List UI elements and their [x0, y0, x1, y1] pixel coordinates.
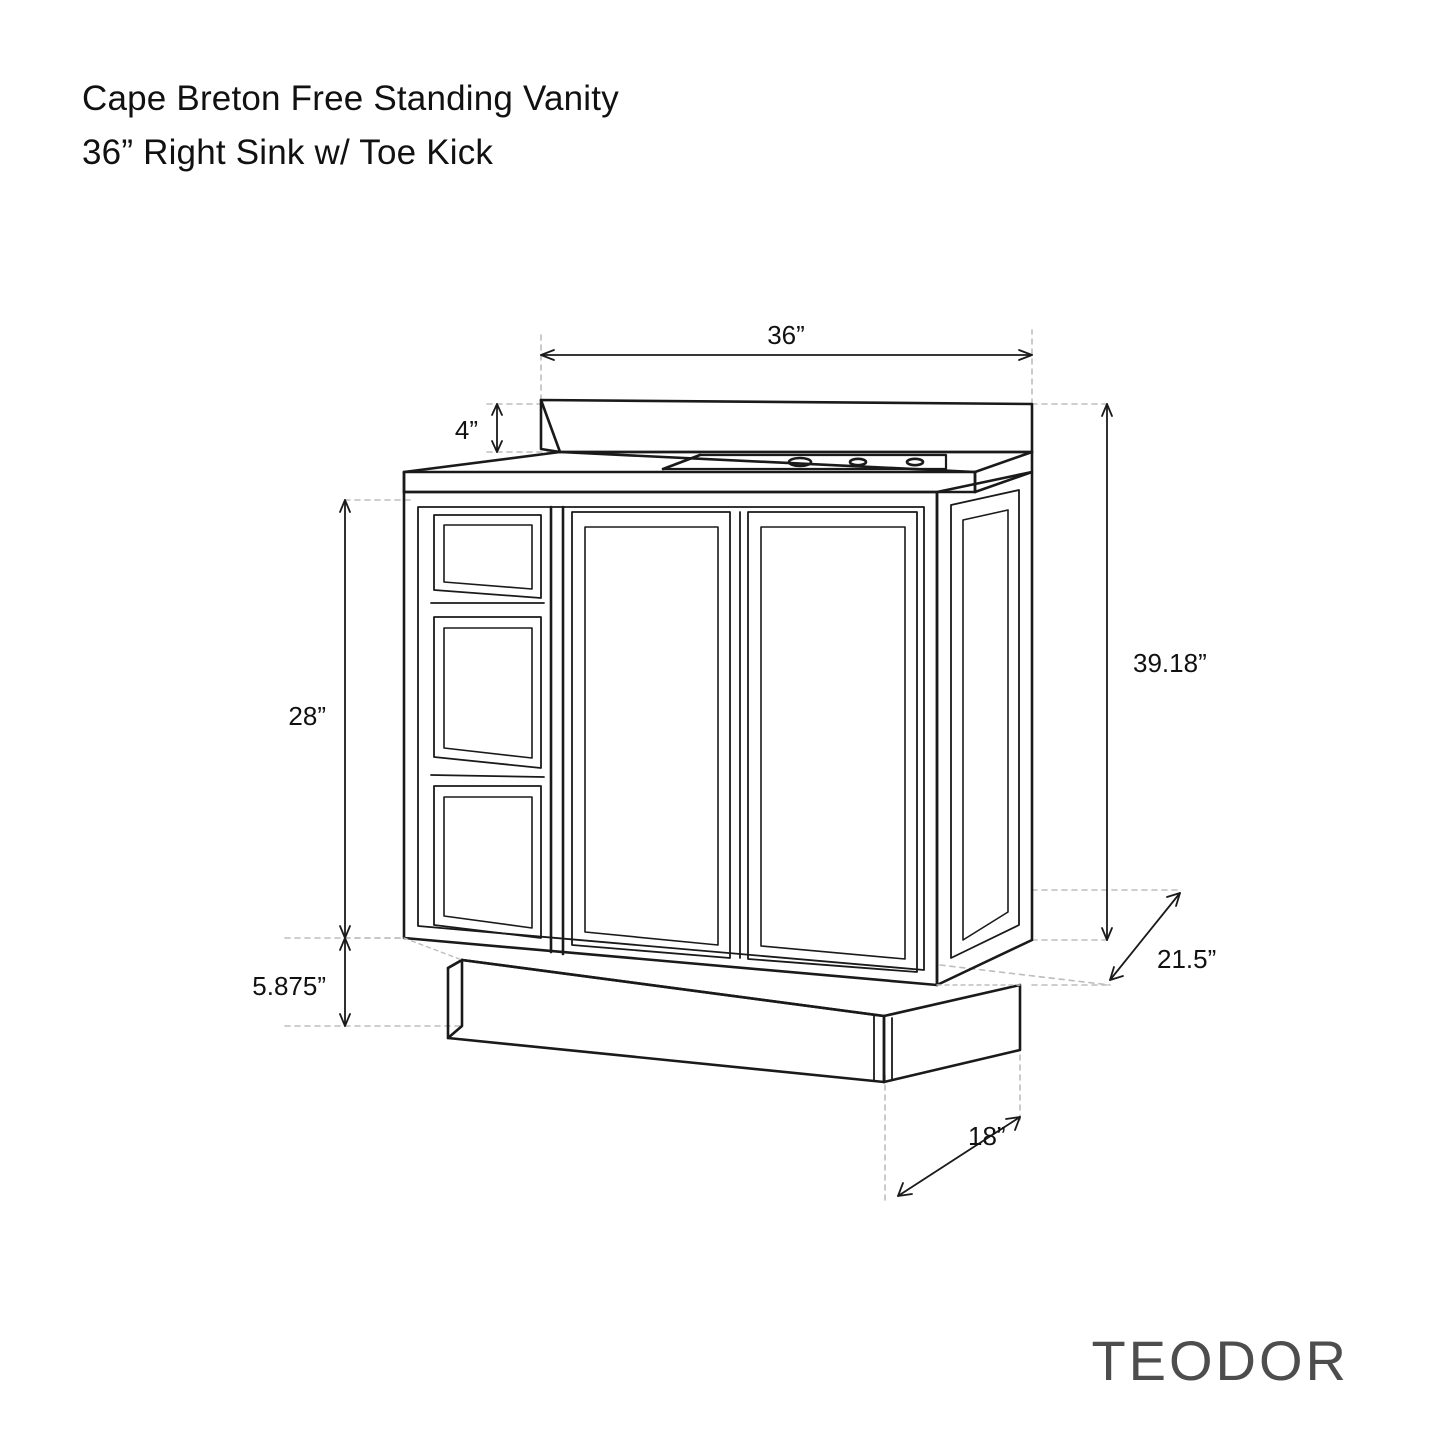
brand-logo: TEODOR [1091, 1329, 1349, 1392]
dimension-label-backsplash-height: 4” [455, 415, 478, 445]
dimension-label-cabinet-height: 28” [288, 701, 326, 731]
dimension-label-countertop-depth: 21.5” [1157, 944, 1216, 974]
dimension-label-base-depth: 18” [968, 1121, 1006, 1151]
page-title-line-1: Cape Breton Free Standing Vanity [82, 79, 619, 118]
dimension-label-toe-kick-height: 5.875” [252, 971, 326, 1001]
page-title-line-2: 36” Right Sink w/ Toe Kick [82, 133, 494, 173]
dimension-label-width-top: 36” [767, 320, 805, 350]
title-block: Cape Breton Free Standing Vanity 36” Rig… [82, 72, 982, 181]
dimension-label-overall-height: 39.18” [1133, 648, 1207, 678]
